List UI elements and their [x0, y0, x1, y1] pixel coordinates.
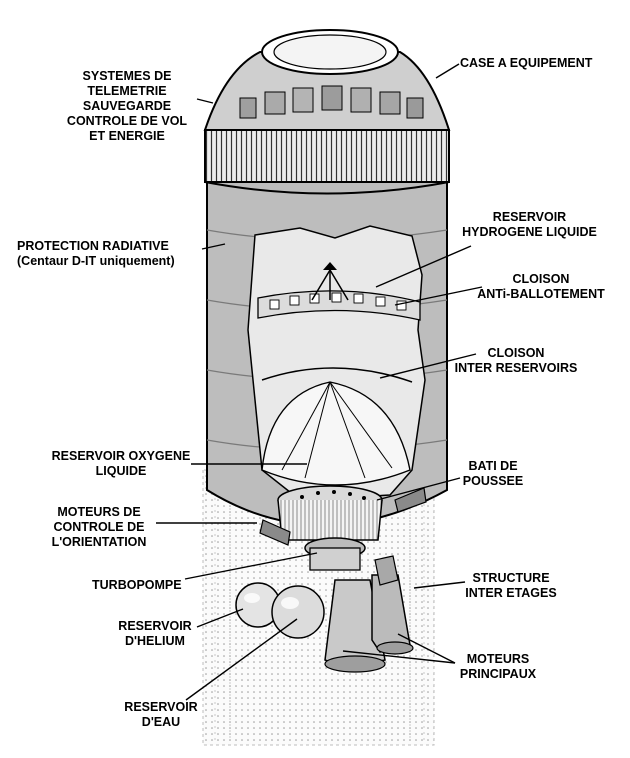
anti-slosh-baffle	[257, 290, 421, 321]
label-cloison-anti: CLOISON ANTi-BALLOTEMENT	[477, 272, 605, 301]
label-systemes: SYSTEMES DE TELEMETRIE SAUVEGARDE CONTRO…	[66, 69, 188, 143]
intertank-bulkhead	[261, 367, 413, 383]
leader-lines	[156, 63, 483, 701]
label-reservoir-helium: RESERVOIR D'HELIUM	[118, 619, 192, 648]
water-tank	[271, 585, 325, 639]
label-reservoir-hydrogene: RESERVOIR HYDROGENE LIQUIDE	[462, 210, 597, 239]
label-structure-inter: STRUCTURE INTER ETAGES	[465, 571, 557, 600]
label-turbopompe: TURBOPOMPE	[92, 578, 182, 592]
label-cloison-inter: CLOISON INTER RESERVOIRS	[454, 346, 578, 375]
label-reservoir-oxygene: RESERVOIR OXYGENE LIQUIDE	[51, 449, 191, 478]
label-moteurs-controle: MOTEURS DE CONTROLE DE L'ORIENTATION	[51, 505, 147, 549]
thrust-structure	[277, 485, 383, 541]
internal-mast	[311, 262, 349, 301]
label-moteurs-principaux: MOTEURS PRINCIPAUX	[459, 652, 537, 681]
label-protection-radiative: PROTECTION RADIATIVE (Centaur D-IT uniqu…	[17, 239, 175, 268]
turbopump	[304, 537, 366, 571]
main-engines	[324, 555, 414, 673]
label-bati-poussee: BATI DE POUSSEE	[462, 459, 524, 488]
equipment-module	[203, 29, 451, 195]
label-case-equipement: CASE A EQUIPEMENT	[460, 56, 593, 70]
label-reservoir-eau: RESERVOIR D'EAU	[124, 700, 198, 729]
oxygen-tank-dome	[261, 381, 411, 486]
attitude-control-engines	[259, 487, 427, 546]
